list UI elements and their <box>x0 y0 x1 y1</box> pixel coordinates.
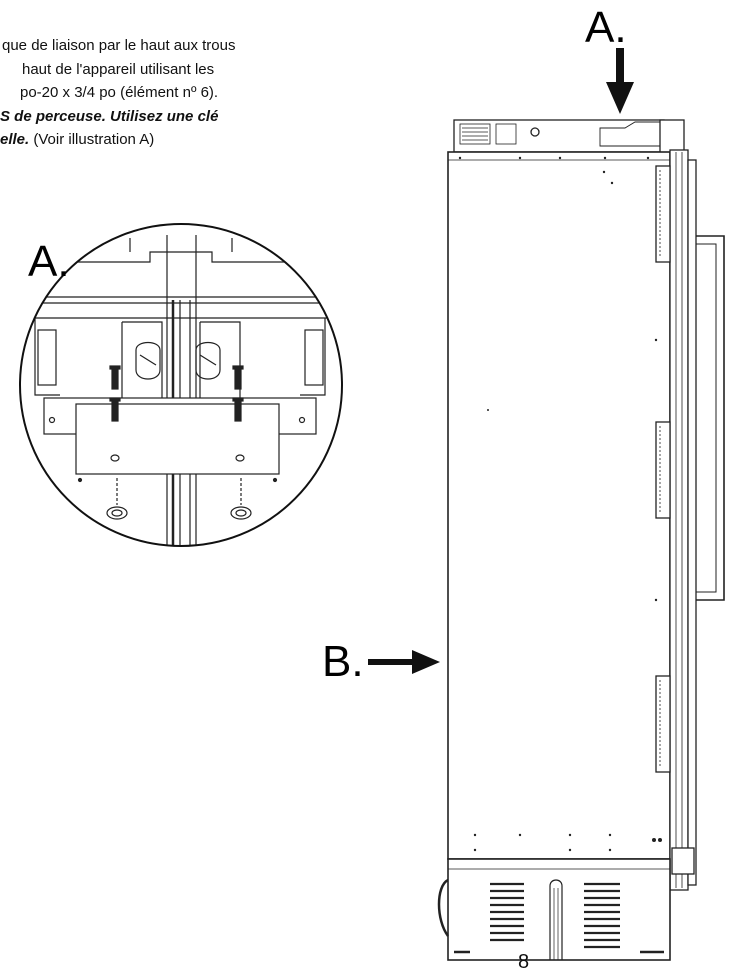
arrow-a-icon <box>606 48 634 114</box>
top-arrow-label-a: A. <box>585 3 627 52</box>
instruction-line-1: que de liaison par le haut aux trous <box>2 37 236 54</box>
screw-icon <box>109 365 244 422</box>
instruction-line-2: haut de l'appareil utilisant les <box>22 60 215 78</box>
detail-label-a: A. <box>28 237 70 286</box>
arrow-b-icon <box>368 650 440 674</box>
page-number: 8 <box>518 951 530 973</box>
detail-illustration <box>19 223 343 547</box>
side-arrow-label-b: B. <box>322 637 364 686</box>
appliance-side-view <box>437 119 725 961</box>
instruction-line-3: po-20 x 3/4 po (élément nº 6). <box>20 84 219 101</box>
instruction-text: que de liaison par le haut aux trous hau… <box>0 34 360 152</box>
instruction-line-4: S de perceuse. Utilisez une clé <box>0 107 219 125</box>
instruction-line-5: elle. (Voir illustration A) <box>0 128 360 152</box>
instruction-line-5-rest: (Voir illustration A) <box>29 131 155 148</box>
instruction-line-5-bold: elle. <box>0 131 30 148</box>
